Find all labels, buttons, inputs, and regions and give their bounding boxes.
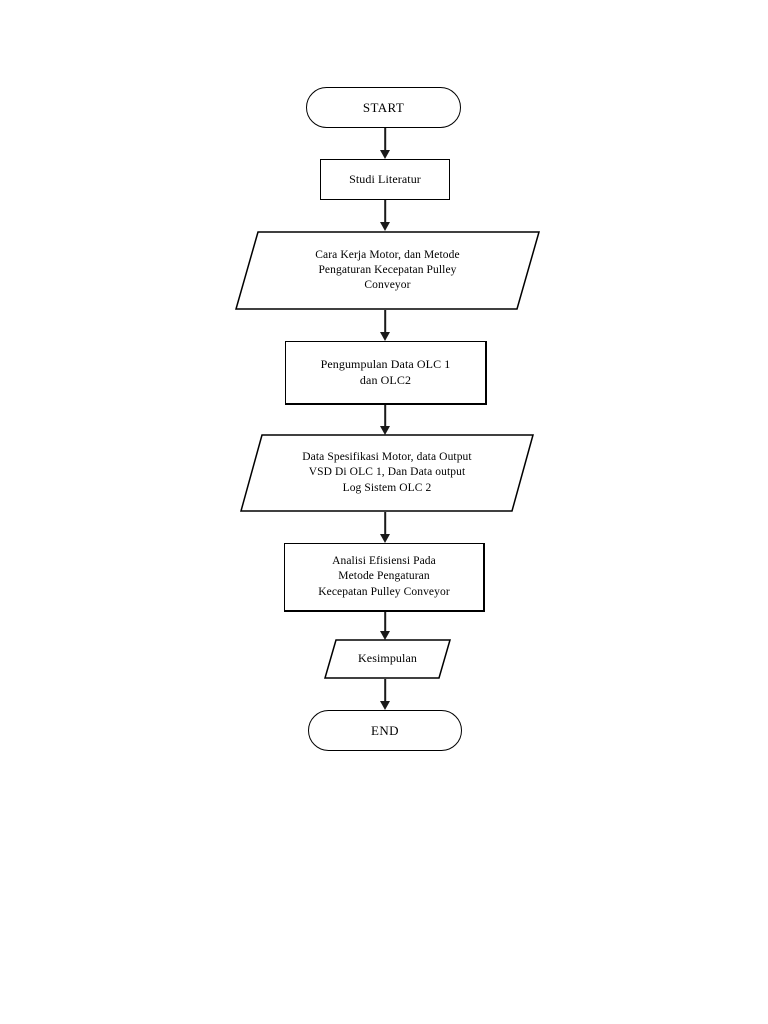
node-data-spesifikasi[interactable]: Data Spesifikasi Motor, data Output VSD …	[240, 434, 534, 512]
connector-shaft	[384, 128, 386, 151]
arrowhead-down-icon	[380, 332, 390, 341]
node-cara-kerja-motor[interactable]: Cara Kerja Motor, dan Metode Pengaturan …	[235, 231, 540, 310]
node-start[interactable]: START	[306, 87, 461, 128]
connector-shaft	[384, 612, 386, 632]
node-pengumpulan-data-label: Pengumpulan Data OLC 1 dan OLC2	[320, 356, 451, 387]
connector-shaft	[384, 679, 386, 702]
arrowhead-down-icon	[380, 631, 390, 640]
arrowhead-down-icon	[380, 222, 390, 231]
arrowhead-down-icon	[380, 150, 390, 159]
connector-shaft	[384, 200, 386, 223]
node-analisi-efisiensi-label: Analisi Efisiensi Pada Metode Pengaturan…	[318, 555, 450, 598]
node-kesimpulan-label: Kesimpulan	[358, 651, 417, 666]
node-cara-kerja-motor-label: Cara Kerja Motor, dan Metode Pengaturan …	[315, 248, 460, 292]
node-studi-literatur[interactable]: Studi Literatur	[320, 159, 450, 200]
node-end-label: END	[371, 722, 399, 738]
node-analisi-efisiensi[interactable]: Analisi Efisiensi Pada Metode Pengaturan…	[284, 543, 485, 612]
arrowhead-down-icon	[380, 426, 390, 435]
arrowhead-down-icon	[380, 534, 390, 543]
connector-shaft	[384, 512, 386, 535]
node-studi-literatur-label: Studi Literatur	[349, 171, 421, 186]
parallelogram-outline	[240, 434, 534, 512]
node-kesimpulan[interactable]: Kesimpulan	[324, 639, 451, 679]
arrowhead-down-icon	[380, 701, 390, 710]
connector-shaft	[384, 310, 386, 333]
node-data-spesifikasi-label: Data Spesifikasi Motor, data Output VSD …	[302, 451, 472, 494]
node-pengumpulan-data[interactable]: Pengumpulan Data OLC 1 dan OLC2	[285, 341, 487, 405]
node-end[interactable]: END	[308, 710, 462, 751]
parallelogram-outline	[324, 639, 451, 679]
node-start-label: START	[362, 99, 405, 115]
parallelogram-outline	[235, 231, 540, 310]
connector-shaft	[384, 405, 386, 427]
